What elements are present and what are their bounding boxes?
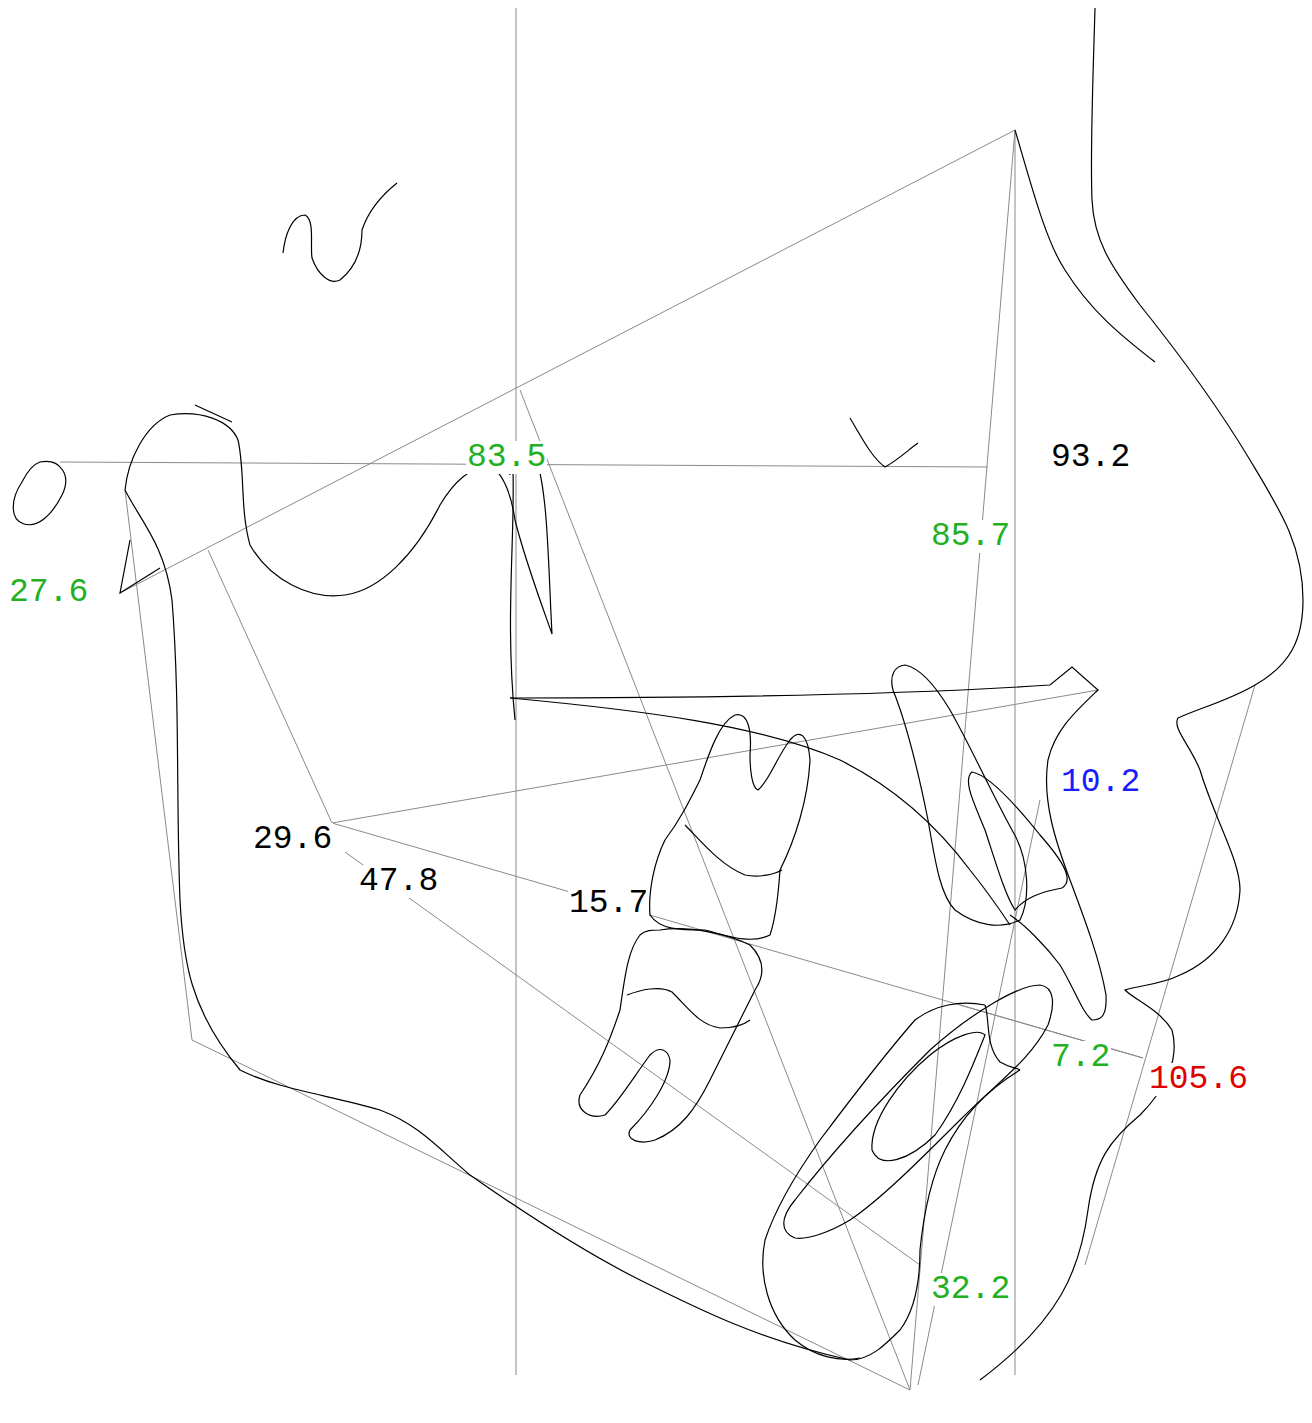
measurement-value: 32.2 (930, 1273, 1011, 1306)
anatomy-outlines (13, 8, 1303, 1380)
measurement-value: 29.6 (252, 823, 333, 856)
measurement-value: 10.2 (1060, 766, 1141, 799)
measurement-value: 7.2 (1050, 1041, 1111, 1074)
measurement-value: 27.6 (8, 576, 89, 609)
measurement-value: 47.8 (358, 865, 439, 898)
measurement-value: 15.7 (568, 887, 649, 920)
reference-lines (60, 8, 1255, 1390)
measurement-value: 83.5 (466, 441, 547, 474)
measurement-value: 85.7 (930, 520, 1011, 553)
measurement-value: 93.2 (1050, 441, 1131, 474)
measurement-value: 105.6 (1148, 1063, 1249, 1096)
